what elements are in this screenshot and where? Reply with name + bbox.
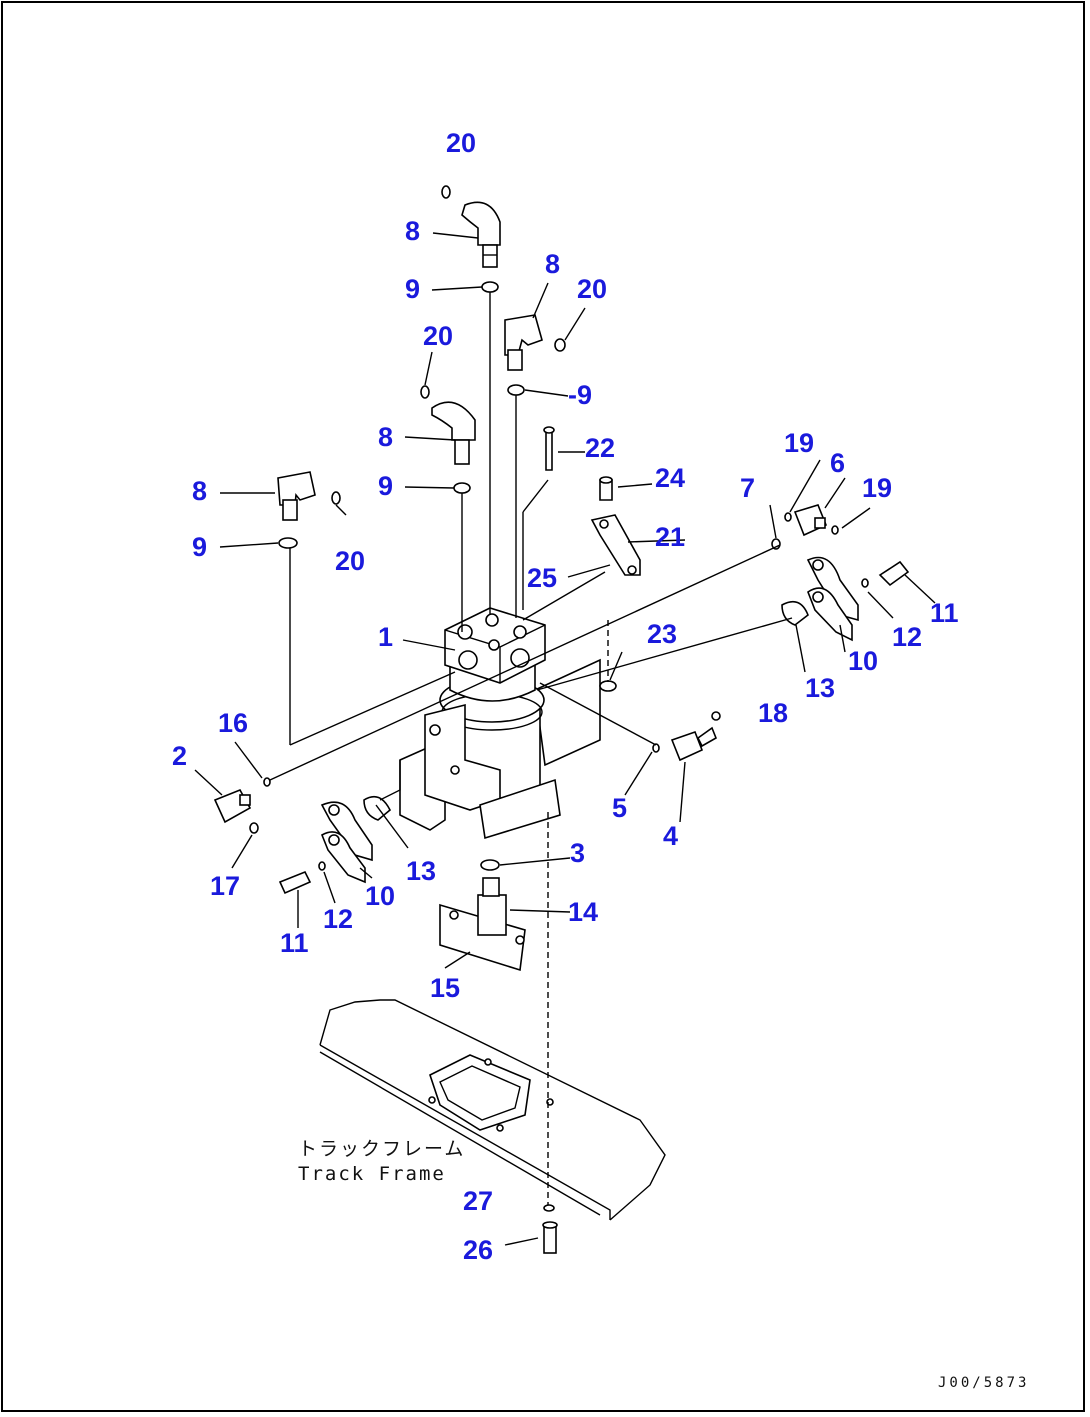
elbow-fitting-mid-right [504, 314, 543, 371]
callout-14: 14 [568, 897, 598, 927]
callout-20-top: 20 [446, 128, 476, 158]
swivel-base-block [424, 703, 501, 811]
callout-11-right: 11 [930, 598, 959, 628]
drawing-number: J00/5873 [938, 1375, 1029, 1391]
adapter-and-bracket [439, 877, 526, 972]
elbow-fitting-mid-left [431, 401, 476, 465]
callout-25: 25 [527, 563, 557, 593]
callout-20-left: 20 [335, 546, 365, 576]
callout-21: 21 [655, 522, 685, 552]
misc-small-parts [543, 426, 641, 576]
track-frame [319, 999, 666, 1221]
callout-15: 15 [430, 973, 460, 1003]
callout-8-mid-left: 8 [378, 422, 393, 452]
callout-8-left: 8 [192, 476, 207, 506]
callout-9-mid-left: 9 [378, 471, 393, 501]
connector-right [793, 504, 828, 537]
callout-19-upper: 19 [784, 428, 814, 458]
assembly-lines [269, 292, 793, 1205]
callout-1: 1 [378, 622, 393, 652]
o-rings [249, 185, 839, 871]
callout-16: 16 [218, 708, 248, 738]
callout-20-mid-left: 20 [423, 321, 453, 351]
callout-9-top: 9 [405, 274, 420, 304]
track-frame-caption-en: Track Frame [298, 1163, 446, 1185]
callout-labels: 20 8 9 8 20 20 -9 8 22 9 24 19 6 7 19 8 … [172, 128, 959, 1265]
elbow-fitting-top [461, 201, 501, 268]
callout-3: 3 [570, 838, 585, 868]
callout-8-top: 8 [405, 216, 420, 246]
callout-22: 22 [585, 433, 615, 463]
callout-24: 24 [655, 463, 685, 493]
connector-left [213, 788, 252, 824]
split-flange-left [278, 795, 391, 895]
callout-2: 2 [172, 741, 187, 771]
callout-23: 23 [647, 619, 677, 649]
callout-13-right: 13 [805, 673, 835, 703]
bracket-plate-right [534, 658, 601, 767]
callout-10-right: 10 [848, 646, 878, 676]
callout-13-left: 13 [406, 856, 436, 886]
callout-6: 6 [830, 448, 845, 478]
callout-9-left: 9 [192, 532, 207, 562]
callout-12-right: 12 [892, 622, 922, 652]
mounting-bolt [542, 1204, 558, 1254]
callout-4: 4 [663, 821, 678, 851]
callout-7: 7 [740, 473, 755, 503]
connector-lower-right [670, 726, 718, 762]
callout-12-left: 12 [323, 904, 353, 934]
callout-20-mid-right: 20 [577, 274, 607, 304]
leader-lines [194, 232, 936, 1246]
elbow-fitting-left [277, 471, 316, 521]
callout-11-left: 11 [280, 928, 309, 958]
split-flange-right [781, 556, 910, 642]
callout-5: 5 [612, 793, 627, 823]
callout-18: 18 [758, 698, 788, 728]
callout-9-mid-right: -9 [568, 380, 592, 410]
track-frame-caption-jp: トラックフレーム [298, 1138, 465, 1160]
callout-19-lower: 19 [862, 473, 892, 503]
callout-26: 26 [463, 1235, 493, 1265]
callout-10-left: 10 [365, 881, 395, 911]
callout-17: 17 [210, 871, 240, 901]
callout-8-mid-right: 8 [545, 249, 560, 279]
callout-27: 27 [463, 1186, 493, 1216]
